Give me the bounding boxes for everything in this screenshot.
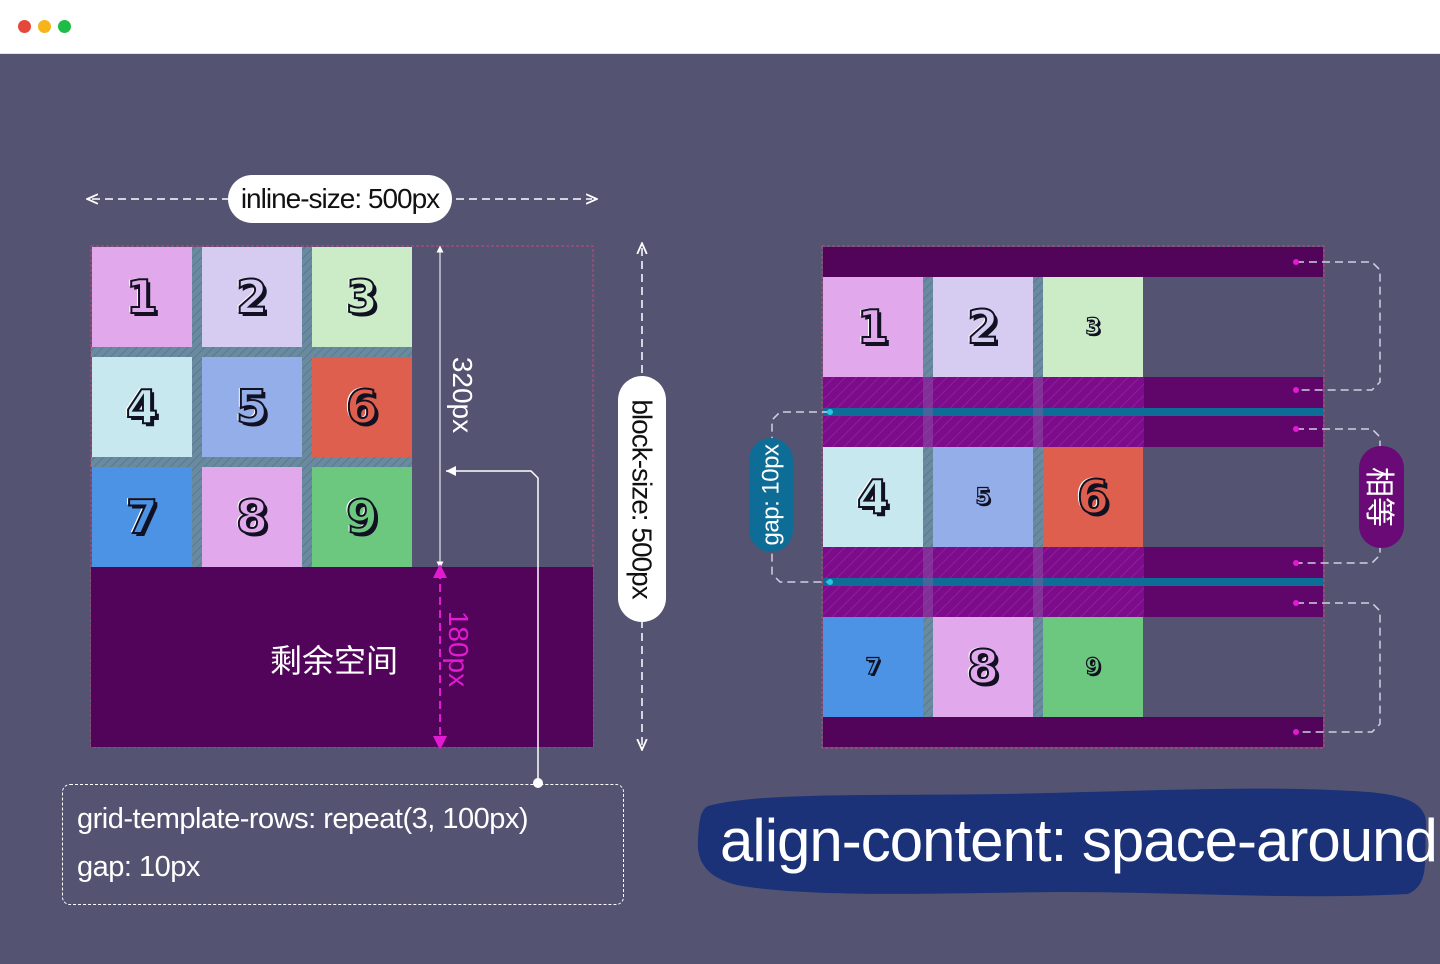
- inline-size-text: inline-size: 500px: [240, 183, 440, 214]
- equal-label: 相等: [1359, 446, 1404, 548]
- window-minimize-button[interactable]: [38, 20, 51, 33]
- window-maximize-button[interactable]: [58, 20, 71, 33]
- left-grid-cell-9: 9: [312, 467, 412, 567]
- gap-label: gap: 10px: [749, 438, 793, 552]
- right-grid-cell-9: 9: [1043, 617, 1143, 717]
- left-grid-cell-5: 5: [202, 357, 302, 457]
- right-grid-cell-6: 6: [1043, 447, 1143, 547]
- right-grid-cell-3: 3: [1043, 277, 1143, 377]
- code-line-rows: grid-template-rows: repeat(3, 100px): [77, 803, 529, 835]
- right-grid-cell-2: 2: [933, 277, 1033, 377]
- right-grid-cell-8: 8: [933, 617, 1033, 717]
- left-grid-cell-8: 8: [202, 467, 302, 567]
- left-grid-cell-3: 3: [312, 247, 412, 347]
- right-grid-cell-7: 7: [823, 617, 923, 717]
- left-grid-cell-6: 6: [312, 357, 412, 457]
- gap-label-text: gap: 10px: [757, 444, 785, 546]
- left-grid-cell-4: 4: [92, 357, 192, 457]
- inline-size-label: inline-size: 500px: [228, 175, 452, 223]
- headline-title: align-content: space-around: [720, 807, 1438, 874]
- code-line-gap: gap: 10px: [77, 851, 200, 883]
- left-grid-cell-1: 1: [92, 247, 192, 347]
- right-grid-cell-4: 4: [823, 447, 923, 547]
- window-title-bar: [0, 0, 1440, 54]
- left-grid-cell-7: 7: [92, 467, 192, 567]
- right-grid-cell-5: 5: [933, 447, 1033, 547]
- free-space-label: 剩余空间: [270, 636, 398, 682]
- block-size-label: block-size: 500px: [618, 376, 666, 622]
- css-code-box: grid-template-rows: repeat(3, 100px) gap…: [62, 784, 624, 905]
- window-close-button[interactable]: [18, 20, 31, 33]
- free-space-text: 剩余空间: [270, 642, 399, 680]
- right-grid-cell-1: 1: [823, 277, 923, 377]
- left-grid-cell-2: 2: [202, 247, 302, 347]
- equal-label-text: 相等: [1360, 467, 1396, 527]
